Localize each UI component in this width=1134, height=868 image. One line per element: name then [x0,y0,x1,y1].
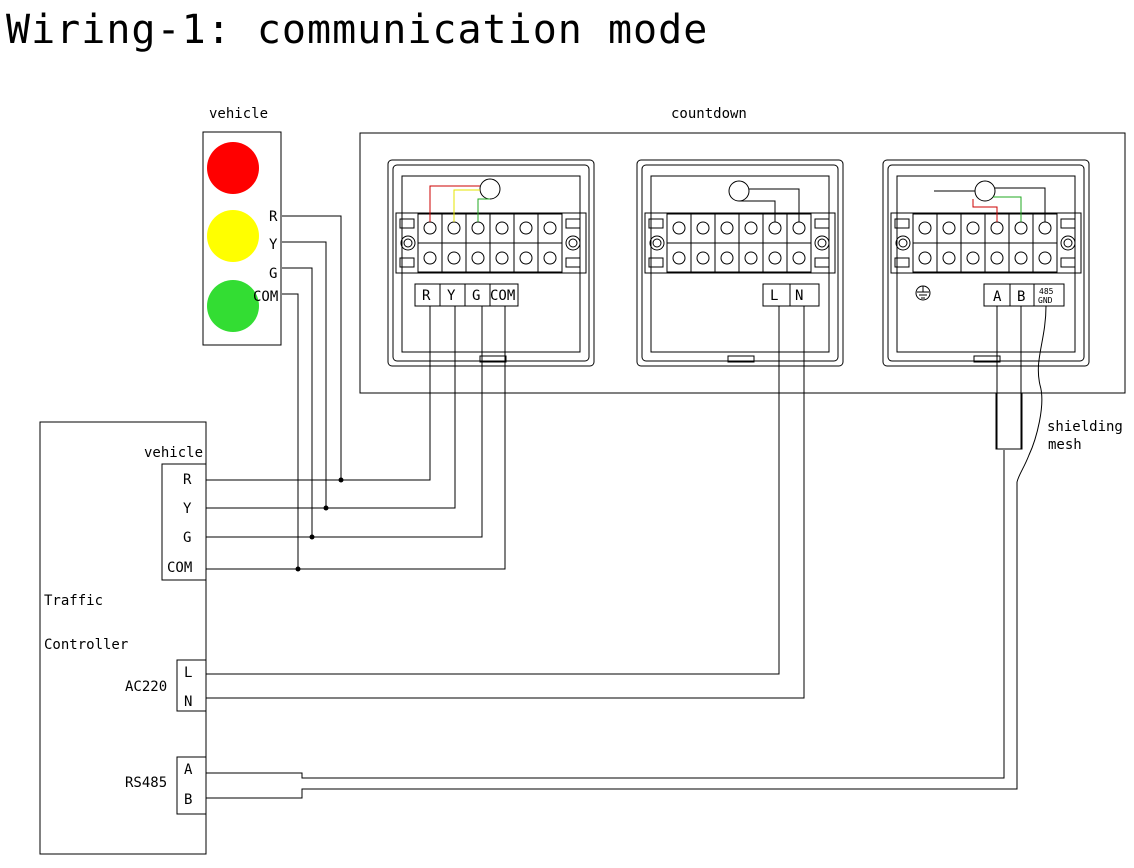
countdown-label: countdown [671,106,747,122]
wire-rs485-b [206,482,1018,799]
shielding-label-line2: mesh [1048,437,1082,453]
controller-label-line1: Traffic [44,593,103,609]
ac220-terminal-block [176,659,207,712]
shielding-label-line1: shielding [1047,419,1123,435]
countdown-terminal-g: G [472,288,480,304]
countdown-terminal-n: N [795,288,803,304]
controller-terminal-b: B [184,792,192,808]
signal-terminal-r: R [269,209,278,225]
countdown-module-right: A B 485 GND [882,159,1090,367]
rs485-label: RS485 [125,775,167,791]
controller-terminal-g: G [183,530,191,546]
signal-terminal-y: Y [269,237,278,253]
countdown-terminal-485: 485 [1039,287,1054,296]
signal-head-housing [202,131,282,346]
countdown-terminal-r: R [422,288,431,304]
signal-terminal-g: G [269,266,277,282]
countdown-terminal-a: A [993,289,1002,305]
countdown-terminal-l: L [770,288,778,304]
junction-dot-com [295,566,301,572]
wire-countdown-g [206,306,483,538]
countdown-terminal-b: B [1017,289,1025,305]
traffic-controller-box [39,421,207,855]
wire-countdown-r [206,306,431,481]
wire-countdown-com [206,306,506,570]
wire-signal-com [282,293,299,569]
controller-vehicle-terminal-block [161,463,207,581]
green-lamp [207,280,259,332]
controller-terminal-a: A [184,762,193,778]
controller-terminal-l: L [184,665,192,681]
junction-dot-r [338,477,344,483]
wire-countdown-y [206,306,456,509]
wire-rs485-a [206,450,1005,779]
page-title: Wiring-1: communication mode [6,7,709,53]
wiring [206,215,1047,799]
countdown-terminal-com: COM [490,288,515,304]
junction-dot-g [309,534,315,540]
controller-terminal-y: Y [183,501,192,517]
earth-ground-icon [915,285,931,301]
junction-dot-y [323,505,329,511]
signal-terminal-com: COM [253,289,278,305]
wire-signal-r [282,215,342,480]
signal-head-label: vehicle [209,106,268,122]
wire-signal-g [282,267,313,537]
countdown-enclosure [359,132,1126,394]
yellow-lamp [207,210,259,262]
controller-terminal-com: COM [167,560,192,576]
shielded-cable [995,392,1023,450]
wire-ac-n [206,306,805,699]
controller-terminal-n: N [184,694,192,710]
red-lamp [207,142,259,194]
countdown-module-left: R Y G COM [387,159,595,367]
shielding-mesh-wire [1016,305,1047,483]
controller-vehicle-label: vehicle [144,445,203,461]
controller-terminal-r: R [183,472,192,488]
ac220-label: AC220 [125,679,167,695]
rs485-terminal-block [176,756,207,815]
controller-label-line2: Controller [44,637,128,653]
wire-ac-l [206,306,780,675]
countdown-terminal-y: Y [447,288,456,304]
countdown-terminal-gnd: GND [1038,296,1053,305]
wire-signal-y [282,241,327,508]
countdown-module-middle: L N [636,159,844,367]
